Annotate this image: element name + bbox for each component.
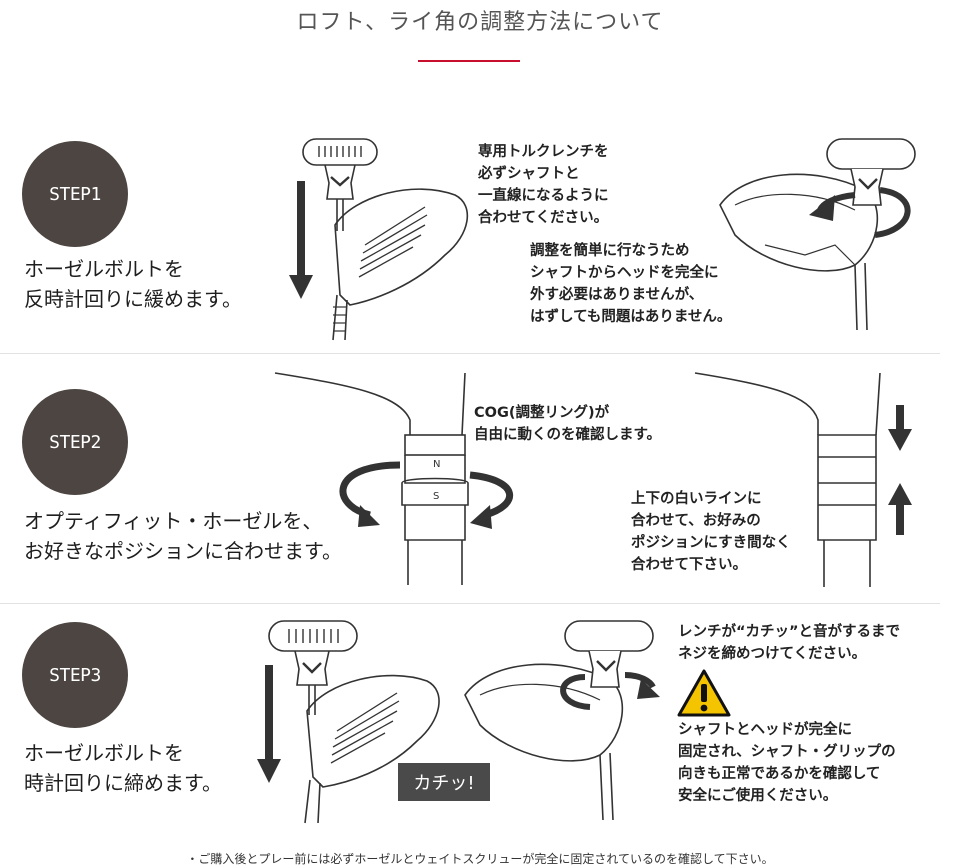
- step1-note-wrench: 専用トルクレンチを 必ずシャフトと 一直線になるように 合わせてください。: [478, 144, 609, 226]
- step3-note-safety: シャフトとヘッドが完全に 固定され、シャフト・グリップの 向きも正常であるかを確…: [678, 722, 896, 804]
- step2-hosel-ring-illustration: N S: [274, 372, 514, 585]
- step3-badge: STEP3: [22, 622, 128, 728]
- rotate-arrow-icon: [560, 672, 656, 710]
- step2-badge: STEP2: [22, 389, 128, 495]
- warning-icon: [677, 669, 731, 717]
- click-sound-caption: カチッ!: [398, 763, 490, 801]
- step1-head-rotation-illustration: [719, 138, 916, 331]
- title-underline: [418, 60, 520, 62]
- page-title: ロフト、ライ角の調整方法について: [296, 10, 664, 35]
- step1-note-removal: 調整を簡単に行なうため シャフトからヘッドを完全に 外す必要はありませんが、 は…: [530, 243, 732, 325]
- footer-note: ・ご購入後とプレー前には必ずホーゼルとウェイトスクリューが完全に固定されているの…: [186, 852, 774, 866]
- section-divider: [0, 603, 940, 604]
- step3-instruction: ホーゼルボルトを 時計回りに締めます。: [24, 741, 222, 795]
- step3-wrench-head-illustration: [257, 620, 440, 824]
- arrow-down-icon: [289, 181, 313, 299]
- ring-mark-top: N: [433, 459, 440, 470]
- step3-head-tighten-illustration: [464, 620, 660, 821]
- step3-note-click: レンチが“カチッ”と音がするまで ネジを締めつけてください。: [678, 624, 901, 662]
- arrow-down-icon: [257, 665, 281, 783]
- arrow-down-icon: [888, 405, 912, 451]
- step1-wrench-head-illustration: [289, 138, 469, 341]
- step2-hosel-align-illustration: [694, 372, 912, 587]
- section-divider: [0, 353, 940, 354]
- step2-instruction: オプティフィット・ホーゼルを、 お好きなポジションに合わせます。: [24, 509, 342, 563]
- step2-note-cog: COG(調整リング)が 自由に動くのを確認します。: [474, 405, 662, 443]
- torque-wrench-icon: [826, 138, 916, 206]
- step1-badge: STEP1: [22, 141, 128, 247]
- arrow-up-icon: [888, 483, 912, 535]
- step2-note-alignment: 上下の白いラインに 合わせて、お好みの ポジションにすき間なく 合わせて下さい。: [631, 491, 791, 573]
- torque-wrench-icon: [302, 138, 378, 231]
- torque-wrench-icon: [564, 620, 654, 688]
- ring-mark-bottom: S: [433, 491, 439, 502]
- step1-instruction: ホーゼルボルトを 反時計回りに緩めます。: [24, 257, 242, 311]
- torque-wrench-icon: [268, 620, 358, 715]
- rotate-arrow-icon: [339, 461, 514, 519]
